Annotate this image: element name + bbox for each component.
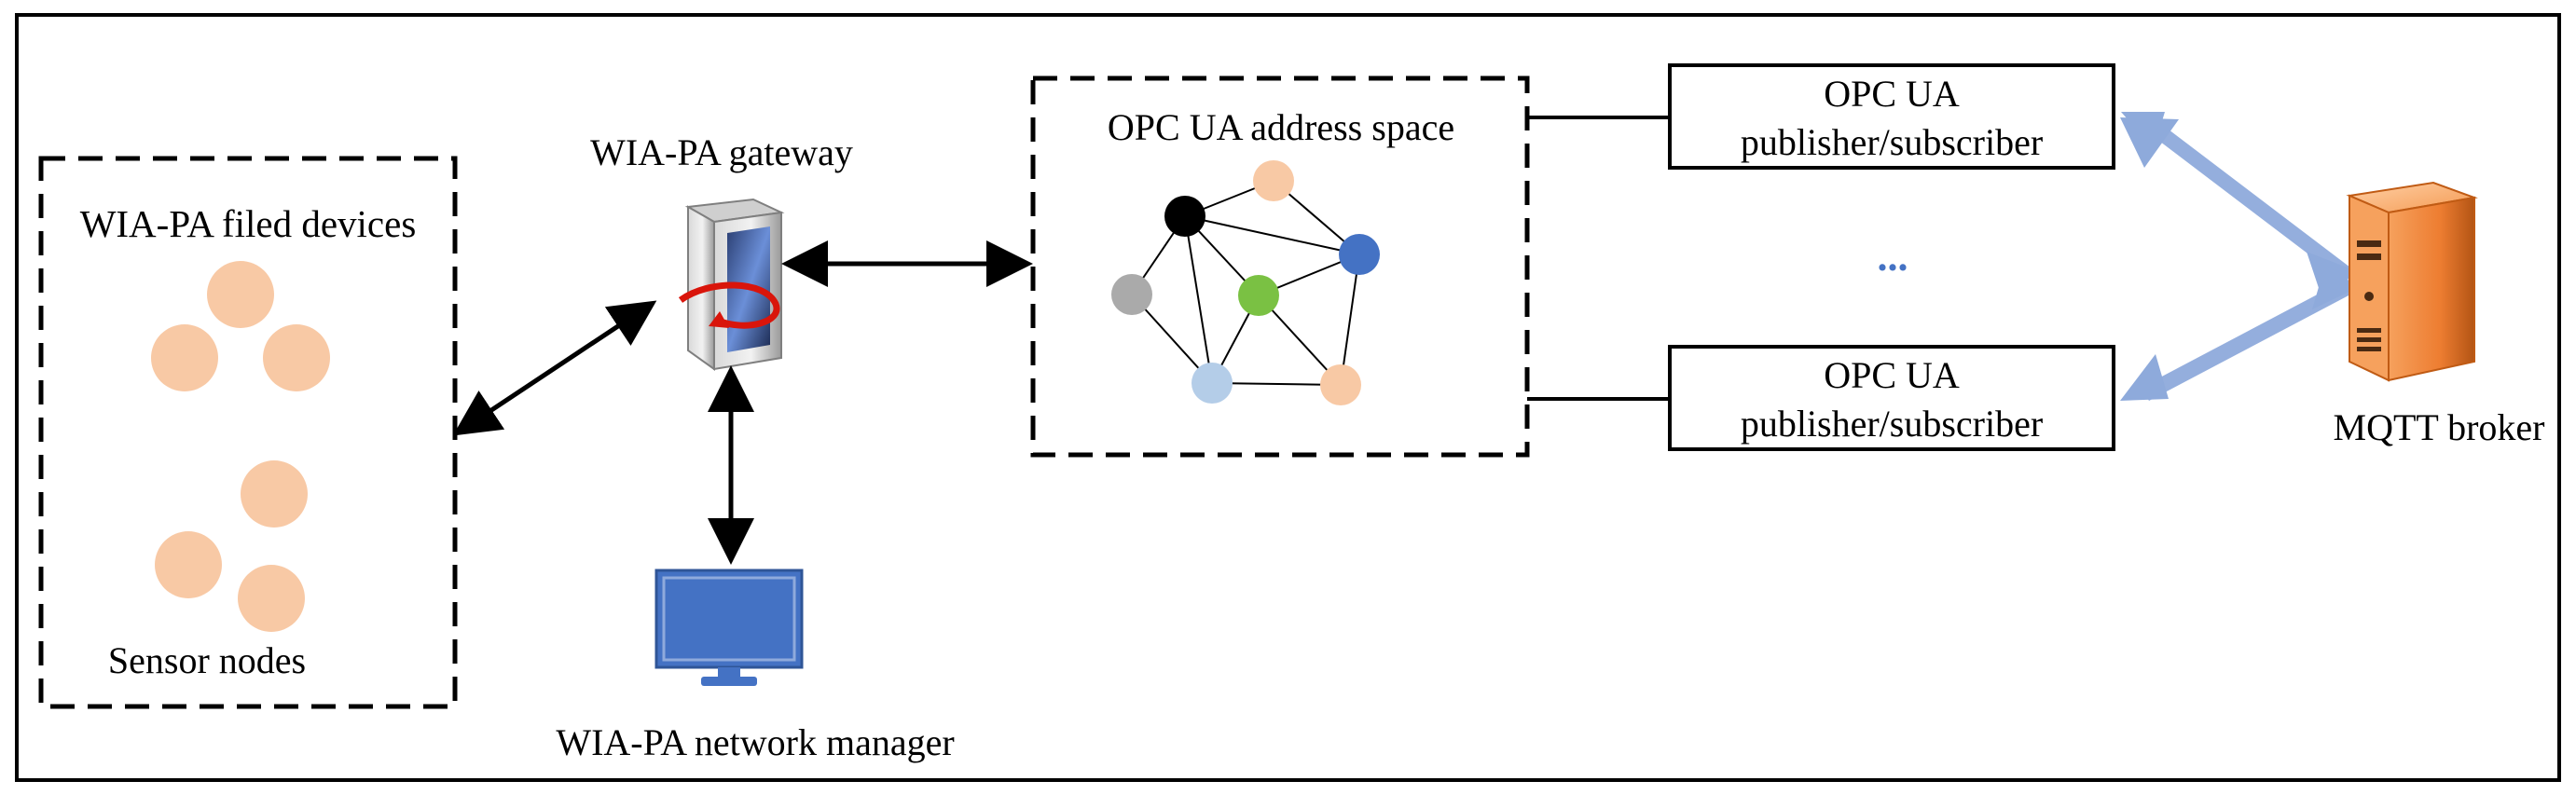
sensor-group-caption: Sensor nodes	[108, 639, 306, 681]
graph-node	[1164, 196, 1205, 237]
pubsub-bottom-line1: OPC UA	[1824, 354, 1960, 396]
outer-frame	[15, 13, 2561, 782]
sensor-node	[241, 460, 308, 528]
gateway: WIA-PA gateway	[590, 131, 853, 371]
arrow-sensors-gateway	[452, 300, 657, 436]
sensor-group-title: WIA-PA filed devices	[80, 202, 417, 245]
pubsub-top: OPC UA publisher/subscriber	[1668, 63, 2115, 170]
graph-node	[1339, 234, 1380, 275]
address-space-title: OPC UA address space	[1108, 106, 1454, 148]
sensor-nodes-bottom	[155, 460, 308, 632]
ellipsis: ...	[1878, 234, 1908, 280]
sensor-group: WIA-PA filed devices Sensor nodes	[38, 156, 458, 709]
address-space-border	[1030, 75, 1530, 458]
sensor-node	[155, 531, 222, 598]
network-manager-label: WIA-PA network manager	[556, 721, 954, 763]
pubsub-top-box	[1668, 63, 2115, 170]
graph-nodes	[1111, 160, 1380, 405]
graph-node	[1320, 364, 1361, 405]
graph-node	[1111, 274, 1152, 315]
sensor-node	[207, 261, 274, 328]
network-manager: WIA-PA network manager	[556, 569, 955, 763]
wide-arrowhead	[2120, 117, 2179, 168]
wide-arrow-bottom	[2141, 281, 2350, 401]
graph-edge	[1184, 215, 1360, 255]
graph-edge	[1211, 382, 1342, 386]
wide-arrowhead	[2312, 265, 2359, 309]
pubsub-bottom-box	[1668, 345, 2115, 451]
sensor-node	[263, 324, 330, 391]
address-space: OPC UA address space	[1030, 75, 1530, 458]
monitor-icon	[654, 569, 804, 686]
wide-arrowhead	[2120, 354, 2169, 401]
pubsub-bottom-line2: publisher/subscriber	[1741, 403, 2043, 445]
sensor-nodes-top	[151, 261, 330, 391]
graph-node	[1253, 160, 1294, 201]
pubsub-bottom: OPC UA publisher/subscriber	[1668, 345, 2115, 451]
pubsub-top-line1: OPC UA	[1824, 73, 1960, 115]
server-gateway-icon	[678, 198, 785, 371]
broker: MQTT broker	[2334, 181, 2545, 448]
gateway-label: WIA-PA gateway	[590, 131, 853, 173]
sensor-node	[151, 324, 218, 391]
broker-label: MQTT broker	[2334, 406, 2545, 448]
graph-edge	[1184, 215, 1213, 384]
server-broker-icon	[2346, 181, 2478, 382]
pubsub-top-line2: publisher/subscriber	[1741, 121, 2043, 163]
sensor-node	[238, 565, 305, 632]
graph-edge	[1340, 254, 1360, 386]
graph-node	[1238, 275, 1279, 316]
graph-node	[1192, 363, 1233, 404]
